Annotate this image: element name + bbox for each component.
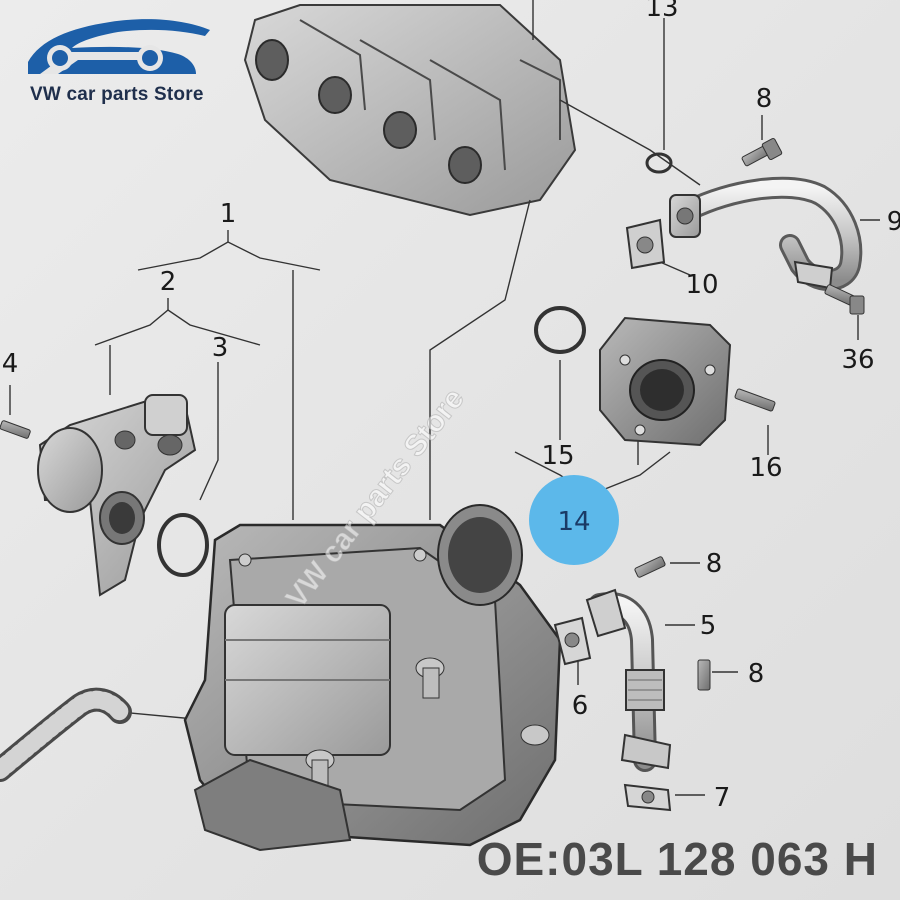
callout-8-middle: 8 (706, 549, 723, 579)
bolt-16 (734, 388, 776, 412)
callout-6: 6 (572, 691, 589, 721)
throttle-housing (534, 306, 776, 447)
callout-numbers: 1 2 3 4 5 6 7 8 8 8 9 10 13 15 16 36 (2, 0, 900, 813)
callout-5: 5 (700, 611, 717, 641)
highlighted-callout-14: 14 (529, 475, 619, 565)
vacuum-hose (0, 687, 132, 782)
callout-2: 2 (160, 267, 177, 297)
egr-cooler-unit (183, 504, 562, 852)
bolt-36 (824, 284, 865, 315)
bolt-8-top (741, 137, 783, 167)
egr-actuator-left (0, 394, 209, 597)
callout-3: 3 (212, 333, 229, 363)
callout-1: 1 (220, 199, 237, 229)
callout-16: 16 (749, 453, 782, 483)
callout-13: 13 (645, 0, 678, 23)
store-name: VW car parts Store (30, 84, 204, 105)
egr-pipe-lower (553, 556, 711, 812)
leader-lines (9, 0, 880, 796)
callout-7: 7 (714, 783, 731, 813)
callout-8-top: 8 (756, 84, 773, 114)
callout-4: 4 (2, 349, 19, 379)
car-wrench-logo-icon (28, 19, 210, 74)
callout-36: 36 (841, 345, 874, 375)
intake-manifold (243, 4, 577, 217)
callout-14-label: 14 (557, 507, 590, 537)
egr-pipe-upper (625, 137, 865, 315)
bolt-4 (0, 420, 31, 439)
callout-10: 10 (685, 270, 718, 300)
callout-15: 15 (541, 441, 574, 471)
bolt-8-lower (697, 659, 711, 691)
callout-9: 9 (887, 207, 900, 237)
oe-part-number: OE:03L 128 063 H (476, 833, 878, 885)
callout-8-lower: 8 (748, 659, 765, 689)
bolt-8-middle (634, 556, 666, 578)
